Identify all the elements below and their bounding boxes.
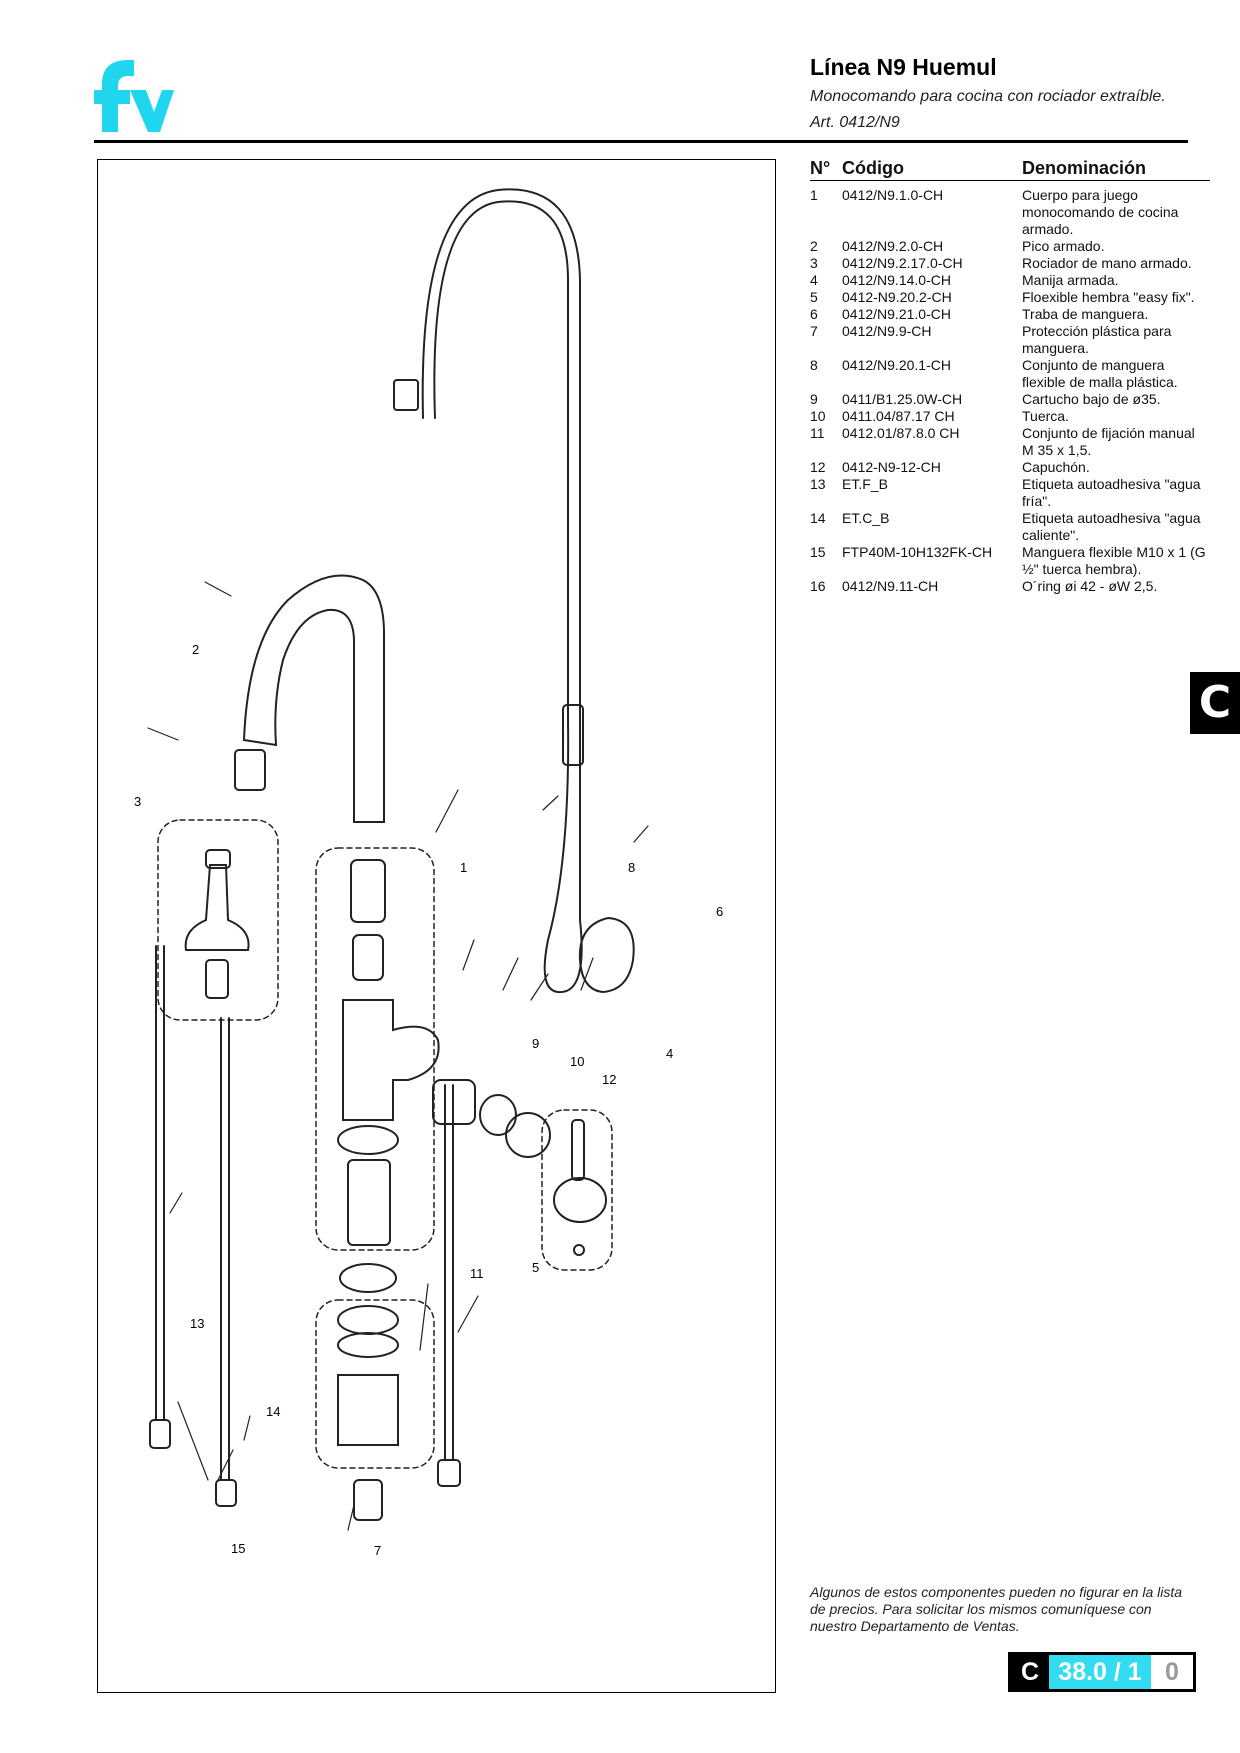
table-row: 9 0411/B1.25.0W-CH Cartucho bajo de ø35. — [810, 391, 1210, 408]
page-code-letter: C — [1011, 1655, 1049, 1689]
table-row: 2 0412/N9.2.0-CH Pico armado. — [810, 238, 1210, 255]
row-number: 10 — [810, 408, 826, 424]
table-row: 15 FTP40M-10H132FK-CH Manguera flexible … — [810, 544, 1210, 578]
document-title: Línea N9 Huemul — [810, 54, 997, 80]
table-row: 4 0412/N9.14.0-CH Manija armada. — [810, 272, 1210, 289]
row-name: Conjunto de manguera flexible de malla p… — [1022, 357, 1178, 390]
row-number: 16 — [810, 578, 826, 594]
row-name: Tuerca. — [1022, 408, 1069, 424]
row-number: 4 — [810, 272, 818, 288]
row-name: Cartucho bajo de ø35. — [1022, 391, 1161, 407]
page-code: C 38.0 / 1 0 — [1008, 1652, 1196, 1692]
row-code: 0411/B1.25.0W-CH — [842, 391, 963, 407]
row-name: Manija armada. — [1022, 272, 1119, 288]
row-name: Cuerpo para juego monocomando de cocina … — [1022, 187, 1179, 237]
section-tab: C — [1190, 672, 1240, 734]
row-name: Traba de manguera. — [1022, 306, 1149, 322]
callout-3: 3 — [134, 794, 141, 809]
table-row: 7 0412/N9.9-CH Protección plástica para … — [810, 323, 1210, 357]
row-code: FTP40M-10H132FK-CH — [842, 544, 993, 560]
row-name: Protección plástica para manguera. — [1022, 323, 1172, 356]
callout-11: 11 — [470, 1266, 484, 1281]
row-number: 6 — [810, 306, 818, 322]
table-row: 8 0412/N9.20.1-CH Conjunto de manguera f… — [810, 357, 1210, 391]
row-name: Conjunto de fijación manual M 35 x 1,5. — [1022, 425, 1195, 458]
page-code-number: 38.0 / 1 — [1049, 1655, 1151, 1689]
footer-note: Algunos de estos componentes pueden no f… — [810, 1584, 1183, 1634]
table-row: 1 0412/N9.1.0-CH Cuerpo para juego monoc… — [810, 181, 1210, 239]
document-subtitle: Monocomando para cocina con rociador ext… — [810, 88, 1166, 105]
table-row: 6 0412/N9.21.0-CH Traba de manguera. — [810, 306, 1210, 323]
row-number: 14 — [810, 510, 826, 526]
row-code: 0412/N9.11-CH — [842, 578, 939, 594]
row-code: 0412/N9.9-CH — [842, 323, 932, 339]
callout-13: 13 — [190, 1316, 204, 1331]
row-number: 2 — [810, 238, 818, 254]
row-code: 0412/N9.14.0-CH — [842, 272, 951, 288]
row-number: 5 — [810, 289, 818, 305]
header-divider — [94, 140, 1188, 143]
table-row: 11 0412.01/87.8.0 CH Conjunto de fijació… — [810, 425, 1210, 459]
col-header-number: N° — [810, 159, 842, 181]
article-number: Art. 0412/N9 — [810, 114, 900, 131]
row-code: 0412.01/87.8.0 CH — [842, 425, 960, 441]
row-name: Manguera flexible M10 x 1 (G ½" tuerca h… — [1022, 544, 1206, 577]
table-row: 13 ET.F_B Etiqueta autoadhesiva "agua fr… — [810, 476, 1210, 510]
row-code: ET.C_B — [842, 510, 890, 526]
col-header-code: Código — [842, 159, 1022, 181]
row-name: Etiqueta autoadhesiva "agua caliente". — [1022, 510, 1201, 543]
callout-9: 9 — [532, 1036, 539, 1051]
table-header-row: N° Código Denominación — [810, 159, 1210, 181]
row-number: 12 — [810, 459, 826, 475]
row-code: 0412/N9.2.17.0-CH — [842, 255, 963, 271]
row-name: O´ring øi 42 - øW 2,5. — [1022, 578, 1158, 594]
row-number: 3 — [810, 255, 818, 271]
row-name: Pico armado. — [1022, 238, 1105, 254]
callout-1: 1 — [460, 860, 467, 875]
row-name: Etiqueta autoadhesiva "agua fría". — [1022, 476, 1201, 509]
table-row: 10 0411.04/87.17 CH Tuerca. — [810, 408, 1210, 425]
callout-15: 15 — [231, 1541, 245, 1556]
row-number: 11 — [810, 425, 825, 441]
fv-logo — [94, 60, 174, 132]
callout-4: 4 — [666, 1046, 673, 1061]
callout-labels: 2 3 1 8 6 9 10 12 4 13 11 5 14 15 7 — [134, 642, 723, 1558]
row-number: 1 — [810, 187, 818, 203]
callout-6: 6 — [716, 904, 723, 919]
table-row: 3 0412/N9.2.17.0-CH Rociador de mano arm… — [810, 255, 1210, 272]
row-number: 13 — [810, 476, 826, 492]
row-name: Floexible hembra "easy fix". — [1022, 289, 1195, 305]
table-row: 12 0412-N9-12-CH Capuchón. — [810, 459, 1210, 476]
row-code: ET.F_B — [842, 476, 888, 492]
page-code-revision: 0 — [1151, 1655, 1193, 1689]
row-code: 0411.04/87.17 CH — [842, 408, 955, 424]
row-code: 0412/N9.1.0-CH — [842, 187, 944, 203]
row-code: 0412/N9.2.0-CH — [842, 238, 944, 254]
row-number: 15 — [810, 544, 826, 560]
exploded-view-drawing: 2 3 1 8 6 9 10 12 4 13 11 5 14 15 7 — [134, 188, 723, 1558]
row-code: 0412-N9-12-CH — [842, 459, 941, 475]
callout-12: 12 — [602, 1072, 616, 1087]
row-name: Rociador de mano armado. — [1022, 255, 1192, 271]
exploded-view-diagram: 2 3 1 8 6 9 10 12 4 13 11 5 14 15 7 — [97, 159, 776, 1693]
callout-10: 10 — [570, 1054, 584, 1069]
row-number: 7 — [810, 323, 818, 339]
row-code: 0412/N9.20.1-CH — [842, 357, 951, 373]
table-row: 5 0412-N9.20.2-CH Floexible hembra "easy… — [810, 289, 1210, 306]
callout-5: 5 — [532, 1260, 539, 1275]
col-header-name: Denominación — [1022, 159, 1210, 181]
callout-14: 14 — [266, 1404, 280, 1419]
callout-7: 7 — [374, 1543, 381, 1558]
row-code: 0412/N9.21.0-CH — [842, 306, 951, 322]
parts-table: N° Código Denominación 1 0412/N9.1.0-CH … — [810, 159, 1210, 595]
row-code: 0412-N9.20.2-CH — [842, 289, 952, 305]
table-row: 16 0412/N9.11-CH O´ring øi 42 - øW 2,5. — [810, 578, 1210, 595]
callout-8: 8 — [628, 860, 635, 875]
row-number: 9 — [810, 391, 818, 407]
row-number: 8 — [810, 357, 818, 373]
callout-2: 2 — [192, 642, 199, 657]
row-name: Capuchón. — [1022, 459, 1090, 475]
table-row: 14 ET.C_B Etiqueta autoadhesiva "agua ca… — [810, 510, 1210, 544]
